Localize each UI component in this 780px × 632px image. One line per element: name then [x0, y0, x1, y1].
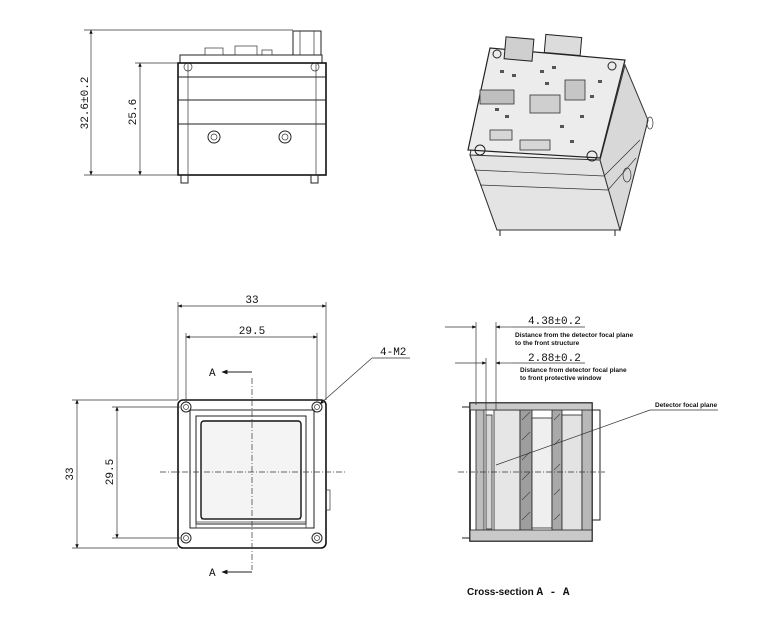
caption-text: Cross-section	[467, 587, 536, 598]
dim-focal-window: 2.88±0.2	[528, 353, 581, 365]
side-view: 32.6±0.2 25.6	[80, 29, 327, 184]
dim-focal-front: 4.38±0.2	[528, 316, 581, 328]
dim-total-height: 32.6±0.2	[80, 77, 92, 130]
cross-section-view: 4.38±0.2 Distance from the detector foca…	[445, 316, 718, 542]
caption-mark: A - A	[536, 587, 569, 599]
hole-callout: 4-M2	[380, 347, 406, 359]
dim-front-height-inner: 29.5	[105, 459, 117, 485]
isometric-view	[467, 33, 654, 236]
note-window-line1: Distance from detector focal plane	[520, 367, 627, 374]
dim-front-height-outer: 33	[65, 467, 77, 480]
dim-front-width-inner: 29.5	[239, 326, 265, 338]
dim-front-width-outer: 33	[245, 295, 258, 307]
section-caption: Cross-section A - A	[467, 587, 570, 599]
note-front-line2: to the front structure	[515, 340, 580, 347]
section-mark-bottom: A	[209, 568, 216, 580]
front-view: A A 33 29.5 33 29.5 4-M2	[65, 295, 410, 580]
note-window-line2: to front protective window	[520, 375, 602, 382]
dim-body-height: 25.6	[128, 99, 140, 125]
note-front-line1: Distance from the detector focal plane	[515, 332, 633, 339]
section-mark-top: A	[209, 368, 216, 380]
note-focal-plane: Detector focal plane	[655, 402, 718, 409]
